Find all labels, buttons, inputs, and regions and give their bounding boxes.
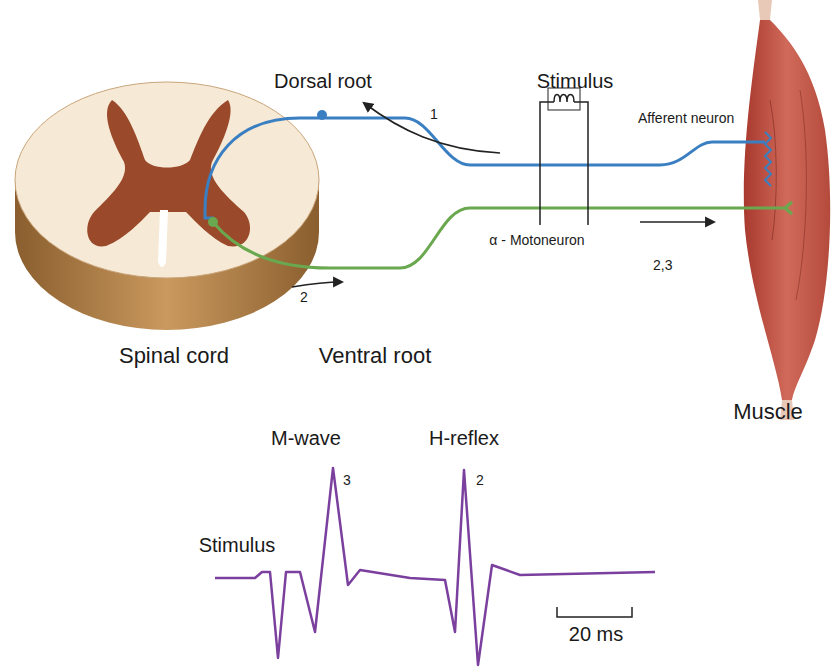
wave-label: M-wave <box>271 427 341 449</box>
part-label: Afferent neuron <box>638 111 734 126</box>
callout-number: 1 <box>430 107 438 122</box>
part-label: Spinal cord <box>119 344 229 368</box>
callout-number: 2 <box>476 473 484 488</box>
part-label: α - Motoneuron <box>489 233 584 248</box>
emg-trace <box>215 468 655 665</box>
callout-number: 2 <box>300 290 308 305</box>
callout-number: 3 <box>343 473 351 488</box>
muscle <box>744 0 830 420</box>
part-label: Ventral root <box>319 344 432 368</box>
wave-label: H-reflex <box>429 427 499 449</box>
motoneuron-soma <box>208 217 218 227</box>
callout-number: 2,3 <box>653 258 672 273</box>
motoneuron <box>213 202 792 268</box>
arrows <box>292 103 714 287</box>
stimulus-electrode <box>540 88 588 225</box>
afferent-neuron <box>205 118 771 218</box>
scale-label: 20 ms <box>569 623 623 645</box>
wave-label: Stimulus <box>199 534 276 556</box>
ganglion <box>317 110 327 120</box>
scale-bar <box>557 607 632 617</box>
part-label: Dorsal root <box>274 70 372 92</box>
part-label: Muscle <box>733 400 803 424</box>
part-label: Stimulus <box>537 70 614 92</box>
